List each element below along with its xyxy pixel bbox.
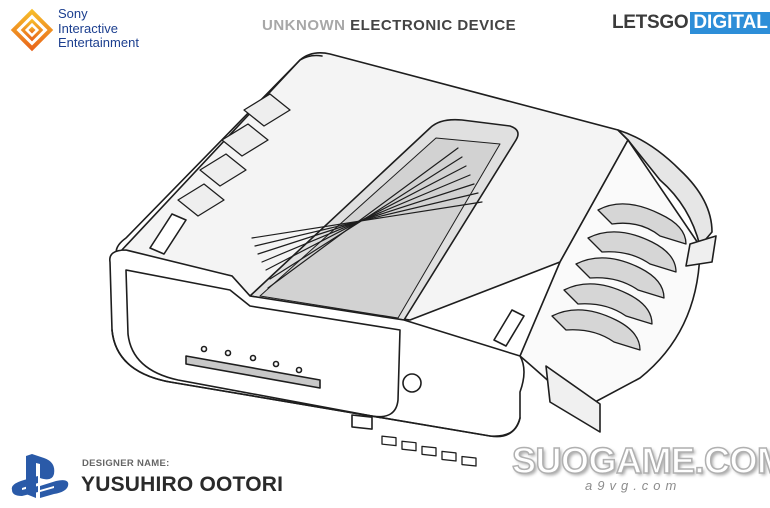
watermark-sub: a9vg.com — [585, 478, 682, 493]
sony-interactive-logo — [10, 8, 54, 52]
v-vent-slats — [251, 147, 483, 289]
eject-button — [351, 414, 373, 430]
publisher-line-3: Entertainment — [58, 35, 139, 50]
right-side-vents — [551, 203, 687, 351]
front-indicators — [200, 345, 303, 374]
right-handle — [493, 309, 525, 347]
usb-ports — [381, 435, 477, 467]
letsgo-text: LETSGO — [612, 12, 689, 33]
digital-text: DIGITAL — [690, 12, 770, 34]
right-stand — [545, 365, 601, 433]
front-lower-lip — [111, 329, 521, 438]
publisher-name: Sony Interactive Entertainment — [58, 6, 139, 51]
publisher-line-2: Interactive — [58, 20, 118, 36]
page-title: UNKNOWN ELECTRONIC DEVICE — [262, 17, 516, 34]
designer-label: DESIGNER NAME: — [82, 458, 170, 469]
playstation-logo — [11, 454, 69, 498]
designer-name: YUSUHIRO OOTORI — [81, 473, 284, 496]
disc-slot — [185, 355, 321, 389]
left-ribs — [177, 93, 291, 217]
power-button — [402, 373, 422, 393]
watermark-main: SUOGAME.COM — [511, 439, 770, 482]
publisher-line-1: Sony — [58, 6, 88, 21]
left-handle — [149, 213, 187, 255]
right-side-panel — [617, 129, 713, 247]
right-flap — [685, 235, 717, 267]
v-notch-inner — [259, 137, 501, 319]
title-unknown: UNKNOWN — [262, 17, 346, 34]
title-electronic-device: ELECTRONIC DEVICE — [350, 17, 517, 34]
